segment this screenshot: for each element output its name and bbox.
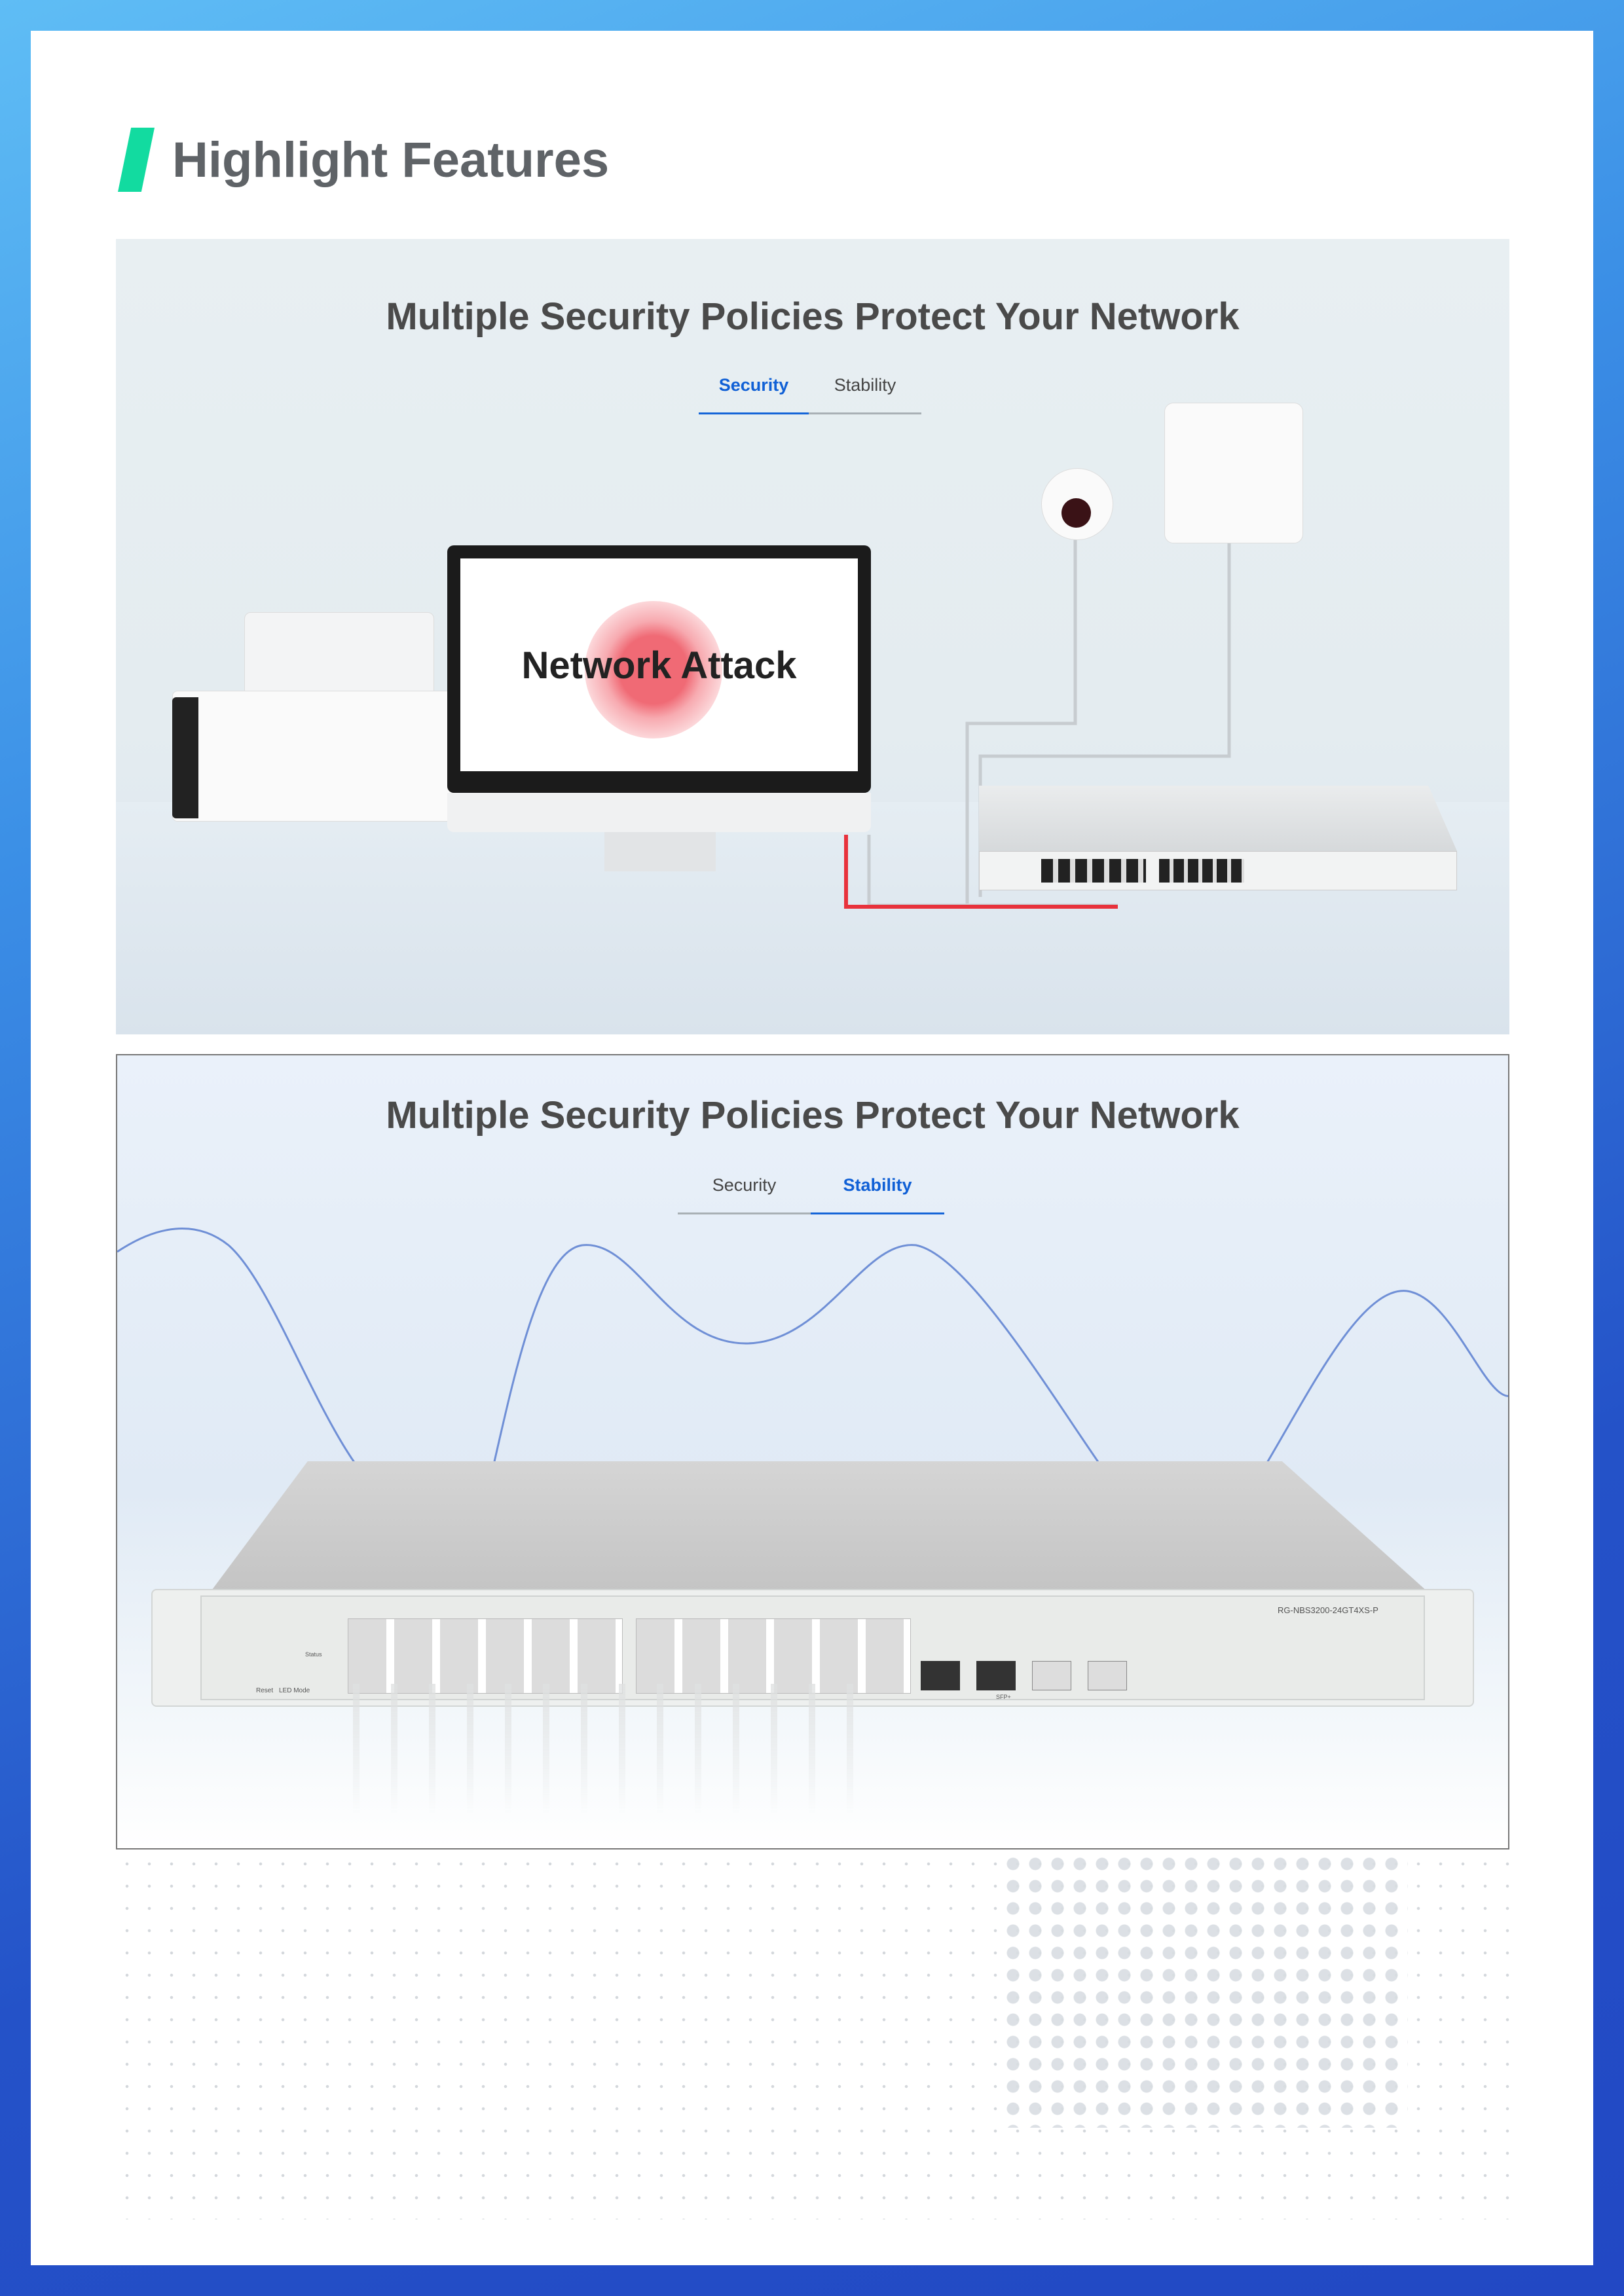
tab-stability[interactable]: Stability xyxy=(809,375,921,414)
reset-label: Reset xyxy=(256,1687,274,1694)
switch-image xyxy=(979,786,1457,897)
switch-model: RG-NBS3200-24GT4XS-P xyxy=(1278,1605,1378,1615)
tab-stability[interactable]: Stability xyxy=(811,1175,944,1214)
page-title: Highlight Features xyxy=(172,132,610,188)
dot-pattern-large xyxy=(1002,1853,1408,2128)
tab-security[interactable]: Security xyxy=(699,375,809,414)
camera-image xyxy=(1041,468,1113,540)
panel-title: Multiple Security Policies Protect Your … xyxy=(386,1094,1240,1137)
tab-bar: Security Stability xyxy=(678,1175,944,1214)
security-panel: Multiple Security Policies Protect Your … xyxy=(116,239,1509,1034)
tab-security[interactable]: Security xyxy=(678,1175,811,1214)
status-label: Status xyxy=(305,1651,322,1658)
screen-text: Network Attack xyxy=(521,644,797,687)
panel-title: Multiple Security Policies Protect Your … xyxy=(386,295,1240,338)
tab-bar: Security Stability xyxy=(699,375,921,414)
access-point-image xyxy=(1164,403,1303,543)
printer-image xyxy=(172,612,454,828)
monitor-image: Network Attack xyxy=(447,545,871,871)
led-mode-label: LED Mode xyxy=(279,1687,310,1694)
block-icon xyxy=(585,601,722,738)
sfp-label: SFP+ xyxy=(996,1694,1011,1700)
stability-wave xyxy=(117,1228,1508,1515)
cables xyxy=(340,1684,877,1815)
stability-panel: Multiple Security Policies Protect Your … xyxy=(116,1054,1509,1850)
